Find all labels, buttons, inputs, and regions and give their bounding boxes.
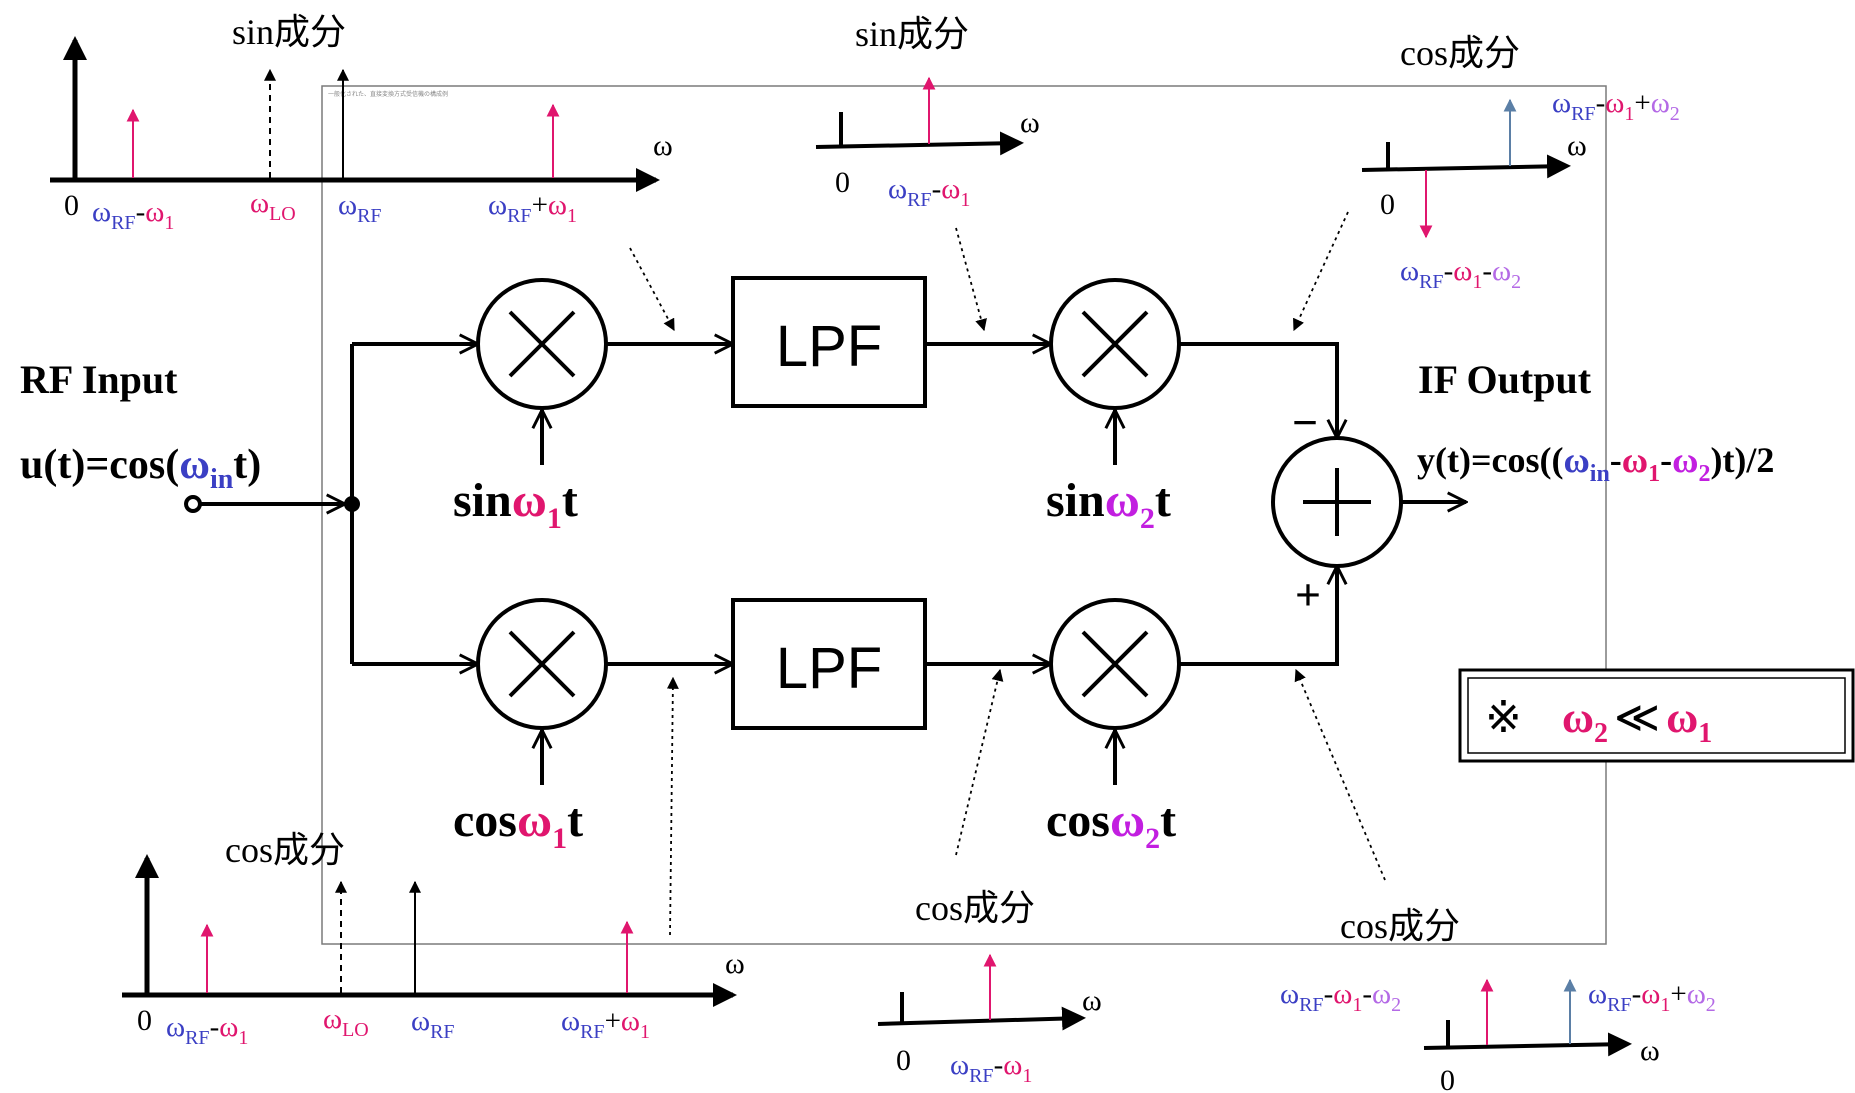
input-terminal xyxy=(184,495,202,513)
mixer-cos1 xyxy=(476,598,608,730)
svg-text:ωRF-ω1: ωRF-ω1 xyxy=(950,1049,1032,1087)
svg-text:ω: ω xyxy=(653,129,673,162)
if-output-expression: y(t)=cos((ωin-ω1-ω2)t)/2 xyxy=(1417,440,1774,487)
upper-to-summer xyxy=(1179,342,1337,438)
summer-plus-sign: + xyxy=(1295,569,1321,620)
svg-text:ω: ω xyxy=(1567,129,1587,162)
rf-input-title: RF Input xyxy=(20,357,178,402)
tiny-caption: 一般化された、直接変換方式受信機の構成例 xyxy=(328,90,448,98)
rf-input-expression: u(t)=cos(ωint) xyxy=(20,442,261,495)
lo-label-cos1: cosω1t xyxy=(453,794,583,855)
summer-minus-sign: − xyxy=(1292,397,1318,448)
svg-text:sin成分: sin成分 xyxy=(855,14,969,54)
svg-text:0: 0 xyxy=(1440,1064,1455,1093)
svg-text:ωRF+ω1: ωRF+ω1 xyxy=(488,189,577,227)
spectrum-cos-after-lpf: cos成分 ω 0 ωRF-ω1 xyxy=(877,888,1102,1087)
spectrum-upper-output: cos成分 ω 0 ωRF-ω1+ω2 ωRF-ω1-ω2 xyxy=(1361,33,1680,293)
svg-text:ωRF-ω1: ωRF-ω1 xyxy=(92,196,174,234)
mixer-cos2 xyxy=(1049,598,1181,730)
background-frame xyxy=(321,85,1607,945)
svg-text:ωLO: ωLO xyxy=(323,1003,369,1041)
mixer-sin1 xyxy=(476,278,608,410)
if-output-title: IF Output xyxy=(1418,357,1592,402)
svg-text:ωRF-ω1-ω2: ωRF-ω1-ω2 xyxy=(1280,978,1401,1016)
svg-text:ω: ω xyxy=(1020,106,1040,139)
svg-text:ωRF+ω1: ωRF+ω1 xyxy=(561,1005,650,1043)
condition-note-text: ※ω2≪ω1 xyxy=(1485,693,1712,749)
svg-text:ω: ω xyxy=(725,947,745,980)
lower-to-summer xyxy=(1179,566,1337,666)
dotted-pointers xyxy=(629,211,1386,936)
svg-text:ω: ω xyxy=(1082,984,1102,1017)
svg-text:0: 0 xyxy=(835,166,850,199)
lpf-lower-label: LPF xyxy=(776,636,882,701)
spectrum-cos-input: cos成分 ω 0 ωRF-ω1 ωLO ωRF ωRF+ω1 xyxy=(122,830,745,1049)
lo-label-sin2: sinω2t xyxy=(1046,474,1171,535)
svg-text:ωRF-ω1+ω2: ωRF-ω1+ω2 xyxy=(1588,978,1716,1016)
svg-text:0: 0 xyxy=(896,1044,911,1077)
svg-text:ω: ω xyxy=(1640,1034,1660,1067)
spectrum-lower-output: cos成分 ω 0 ωRF-ω1-ω2 ωRF-ω1+ω2 xyxy=(1280,906,1716,1093)
lo-label-sin1: sinω1t xyxy=(453,474,578,535)
svg-text:ωRF-ω1: ωRF-ω1 xyxy=(166,1011,248,1049)
svg-text:cos成分: cos成分 xyxy=(915,888,1035,928)
svg-text:ωRF-ω1: ωRF-ω1 xyxy=(888,173,970,211)
lo-label-cos2: cosω2t xyxy=(1046,794,1176,855)
lpf-lower xyxy=(731,598,927,730)
svg-text:ωRF: ωRF xyxy=(411,1005,455,1043)
lpf-upper-label: LPF xyxy=(776,314,882,379)
svg-text:cos成分: cos成分 xyxy=(1340,906,1460,946)
svg-text:0: 0 xyxy=(137,1004,152,1037)
svg-text:ωRF: ωRF xyxy=(338,189,382,227)
svg-text:cos成分: cos成分 xyxy=(225,830,345,870)
spectrum-sin-after-lpf: sin成分 ω 0 ωRF-ω1 xyxy=(815,14,1040,211)
spectrum-sin-input: sin成分 ω 0 ωRF-ω1 ωLO ωRF ωRF+ω1 xyxy=(50,12,673,234)
svg-text:ωRF-ω1+ω2: ωRF-ω1+ω2 xyxy=(1552,87,1680,125)
svg-text:0: 0 xyxy=(64,189,79,222)
svg-text:cos成分: cos成分 xyxy=(1400,33,1520,73)
svg-text:ωLO: ωLO xyxy=(250,187,296,225)
svg-text:ωRF-ω1-ω2: ωRF-ω1-ω2 xyxy=(1400,255,1521,293)
summing-junction xyxy=(1271,436,1403,568)
mixer-sin2 xyxy=(1049,278,1181,410)
svg-text:0: 0 xyxy=(1380,188,1395,221)
svg-text:sin成分: sin成分 xyxy=(232,12,346,52)
condition-note-box: ※ω2≪ω1 xyxy=(1458,668,1855,763)
